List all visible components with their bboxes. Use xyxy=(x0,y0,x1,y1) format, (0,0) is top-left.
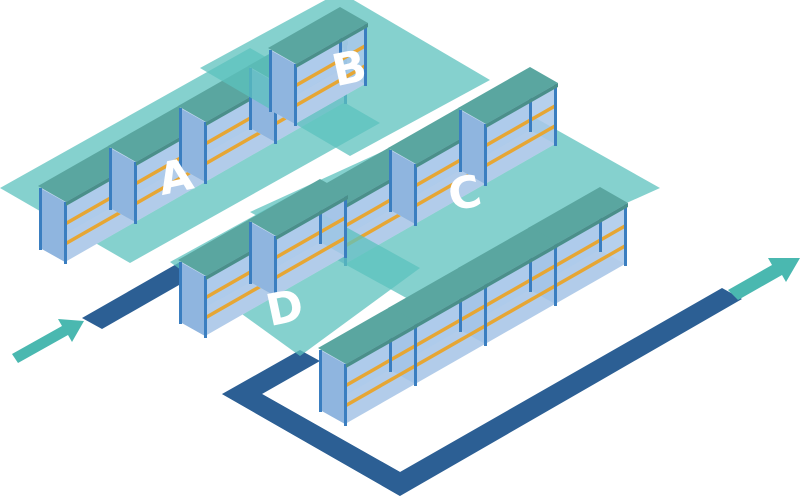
entry-arrow-icon xyxy=(12,319,84,363)
route-path xyxy=(82,262,742,496)
zone-d xyxy=(170,179,420,426)
zone-b xyxy=(200,0,490,156)
exit-arrow-icon xyxy=(728,258,800,300)
